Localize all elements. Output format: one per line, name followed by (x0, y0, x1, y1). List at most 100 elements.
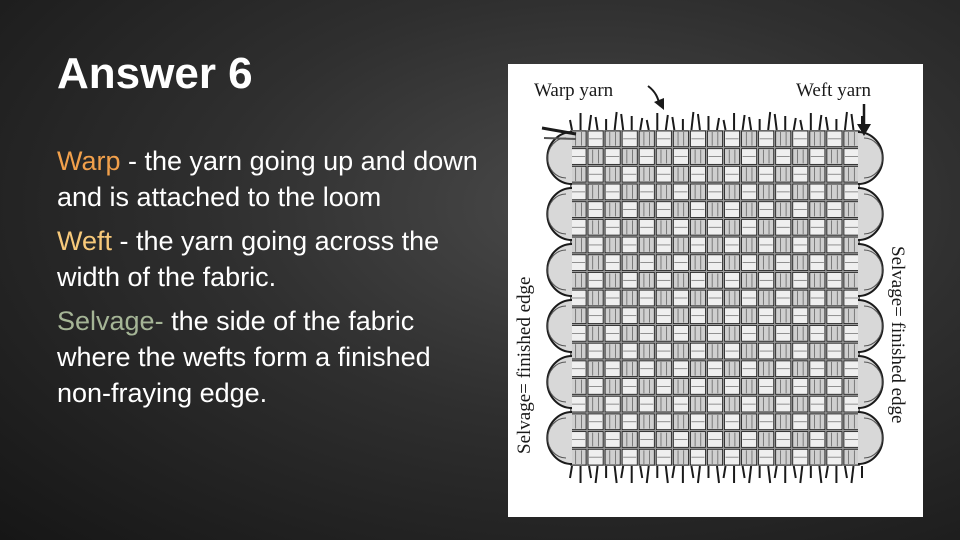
definition-selvage: Selvage- the side of the fabric where th… (57, 303, 487, 411)
warp-cell (809, 236, 826, 254)
warp-cell (775, 342, 792, 360)
selvage-loop-right (857, 243, 884, 297)
warp-cell (707, 272, 723, 289)
warp-fringe-strand (818, 114, 823, 131)
warp-cell (587, 360, 604, 377)
warp-cell (570, 378, 587, 395)
warp-cell (587, 254, 604, 271)
warp-fringe-strand (620, 113, 625, 131)
warp-cell (826, 183, 843, 201)
warp-cell (775, 413, 792, 431)
warp-cell (707, 165, 723, 183)
warp-cell (843, 307, 860, 324)
warp-fringe-strand (664, 465, 669, 484)
warp-cell (638, 236, 655, 254)
warp-fringe-strand (850, 465, 855, 484)
warp-fringe-strand (748, 465, 753, 484)
warp-cell (604, 307, 621, 324)
warp-cell (621, 254, 638, 271)
warp-cell (724, 183, 740, 201)
warp-cell (690, 148, 706, 165)
warp-fringe-strand (594, 465, 599, 484)
warp-cell (775, 130, 792, 148)
warp-cell (792, 148, 809, 165)
warp-cell (621, 289, 638, 307)
warp-cell (604, 130, 621, 148)
warp-cell (758, 148, 775, 165)
warp-fringe-strand (799, 465, 804, 484)
warp-cell (809, 165, 826, 183)
weft-tail (541, 126, 577, 136)
warp-cell (655, 431, 672, 448)
warp-cell (587, 183, 604, 201)
warp-cell (707, 236, 723, 254)
warp-cell (621, 183, 638, 201)
term-warp: Warp (57, 146, 121, 176)
warp-cell (724, 289, 740, 307)
warp-cell (792, 254, 809, 271)
warp-cell (809, 130, 826, 148)
warp-cell (672, 272, 689, 289)
warp-cell (809, 307, 826, 324)
warp-cell (775, 378, 792, 395)
warp-cell (690, 183, 706, 201)
warp-fringe-strand (792, 117, 797, 131)
warp-cell (655, 325, 672, 342)
warp-cell (843, 130, 860, 148)
warp-cell (775, 236, 792, 254)
warp-cell (621, 219, 638, 236)
warp-cell (809, 413, 826, 431)
warp-cell (707, 378, 723, 395)
selvage-loop-left (546, 131, 573, 185)
warp-cell (724, 254, 740, 271)
warp-cell (570, 165, 587, 183)
warp-cell (638, 201, 655, 218)
warp-cell (843, 448, 860, 466)
warp-fringe-strand (773, 113, 778, 131)
warp-cell (758, 183, 775, 201)
warp-cell (690, 219, 706, 236)
warp-cell (809, 448, 826, 466)
warp-cell (672, 378, 689, 395)
warp-cell (707, 201, 723, 218)
warp-cell (570, 413, 587, 431)
warp-cell (621, 395, 638, 413)
warp-cell (604, 236, 621, 254)
definition-warp-text: - the yarn going up and down and is atta… (57, 146, 478, 212)
warp-cell (809, 201, 826, 218)
warp-cell (826, 148, 843, 165)
warp-cell (638, 378, 655, 395)
warp-cell (843, 165, 860, 183)
warp-cell (809, 378, 826, 395)
warp-fringe-strand (741, 114, 746, 131)
warp-cell (707, 130, 723, 148)
selvage-loop-left (546, 243, 573, 297)
warp-cell (672, 342, 689, 360)
warp-fringe-strand (824, 116, 829, 131)
weft-tail (543, 137, 577, 140)
selvage-loop-right (857, 131, 884, 185)
warp-cell (758, 289, 775, 307)
warp-cell (775, 448, 792, 466)
selvage-loop-left-inner (547, 361, 567, 403)
warp-cell (792, 325, 809, 342)
warp-cell (587, 148, 604, 165)
warp-cell (655, 183, 672, 201)
warp-fringe-strand (613, 465, 618, 484)
warp-cell (792, 360, 809, 377)
warp-cell (741, 448, 758, 466)
weft-yarn-label: Weft yarn (796, 80, 871, 101)
warp-fringe-strand (569, 465, 573, 479)
warp-fringe-strand (690, 465, 695, 479)
warp-fringe-strand (767, 111, 772, 131)
warp-cell (621, 431, 638, 448)
warp-cell (724, 360, 740, 377)
warp-fringe-strand (594, 116, 599, 131)
warp-cell (570, 272, 587, 289)
warp-cell (775, 165, 792, 183)
selvage-right-label: Selvage= finished edge (887, 246, 908, 423)
warp-cell (741, 130, 758, 148)
warp-cell (758, 395, 775, 413)
warp-cell (826, 431, 843, 448)
warp-fringe-strand (613, 111, 618, 131)
